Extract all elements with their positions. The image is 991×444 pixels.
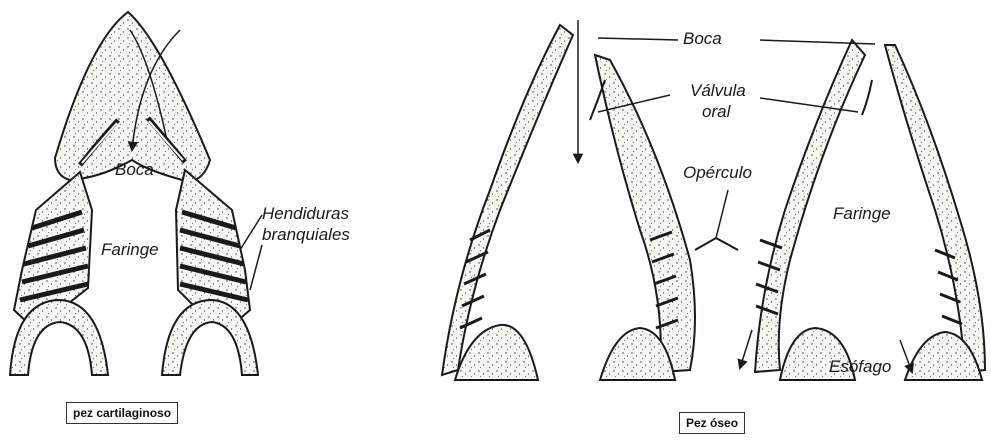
caption-pez-oseo: Pez óseo	[679, 412, 745, 434]
label-valvula: Válvula	[690, 82, 746, 100]
cartilaginous-snout	[55, 12, 210, 182]
label-hendiduras: Hendiduras	[262, 205, 349, 223]
label-esofago: Esófago	[829, 358, 891, 376]
label-faringe-bony: Faringe	[833, 205, 891, 223]
caption-pez-cartilaginoso: pez cartilaginoso	[66, 402, 178, 424]
bony-left-jaw	[442, 25, 573, 375]
bony-right-jaw	[885, 45, 985, 372]
bony-left-operculum	[595, 55, 695, 372]
label-boca-cartilaginous: Boca	[115, 161, 154, 179]
label-faringe-cartilaginous: Faringe	[101, 241, 159, 259]
label-boca-bony: Boca	[683, 30, 722, 48]
label-oral: oral	[702, 103, 730, 121]
label-branquiales: branquiales	[262, 226, 350, 244]
bony-left-arch	[455, 325, 538, 380]
cartilaginous-fish-drawing	[10, 12, 262, 375]
bony-fish-drawing	[442, 20, 985, 380]
label-operculo: Opérculo	[683, 164, 752, 182]
